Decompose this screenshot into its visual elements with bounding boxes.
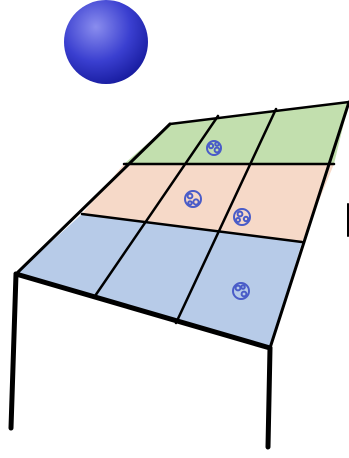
leg-front-left xyxy=(11,274,16,428)
sun-sphere-icon xyxy=(64,0,148,84)
panel-row-top xyxy=(124,102,349,164)
leg-front-right xyxy=(268,348,270,447)
